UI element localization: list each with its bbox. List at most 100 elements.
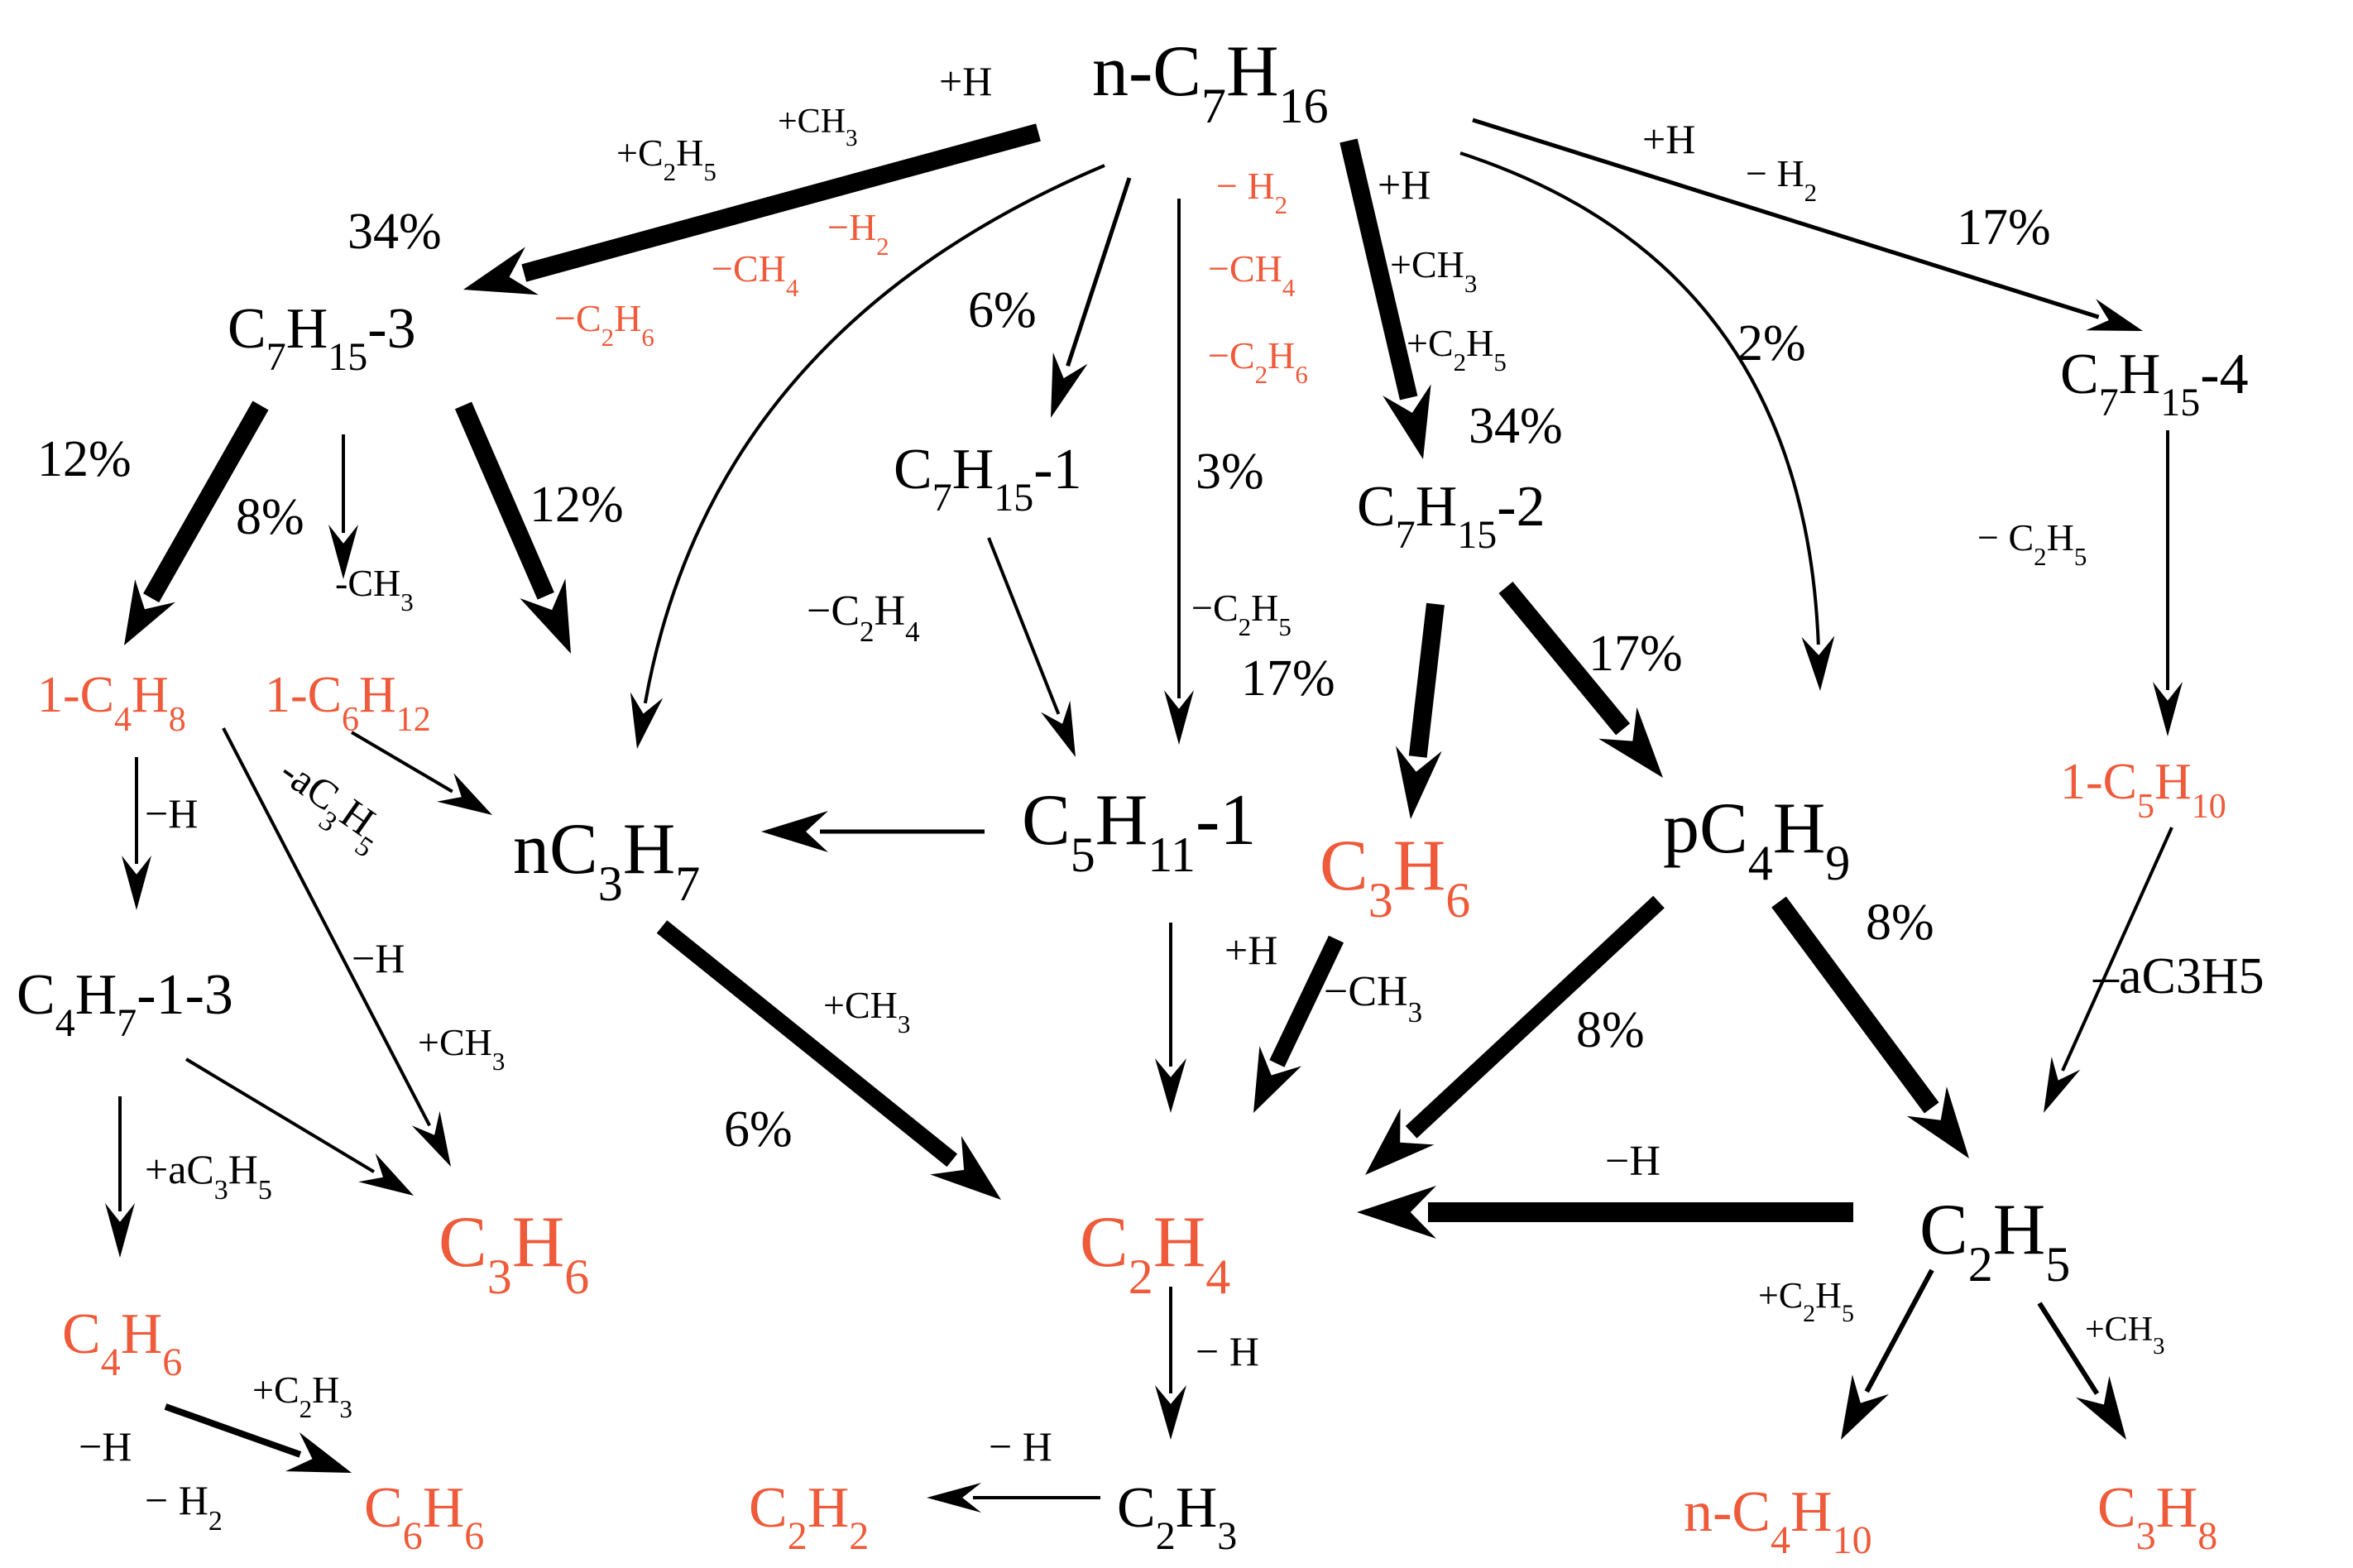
label-ch3-loss-c3h6: −CH3 [1324, 968, 1422, 1029]
text-run: H [1773, 789, 1826, 869]
text-run: -CH [335, 562, 400, 604]
edge-pc4h9-to-c2h4 [1405, 895, 1665, 1139]
subscript: 2 [876, 232, 889, 261]
subscript: 3 [339, 1394, 352, 1423]
subscript: 4 [114, 701, 132, 739]
arrowhead-c2h3-to-c2h2 [927, 1483, 981, 1513]
subscript: 5 [1071, 827, 1095, 882]
label-ch3-add-top: +CH3 [778, 103, 858, 151]
text-run: C [1080, 1202, 1129, 1283]
label-pct-17-right: 17% [1957, 199, 2051, 256]
subscript: 7 [932, 476, 952, 520]
edge-c4h7-to-c3h6 [185, 1057, 376, 1173]
text-run: −H [827, 206, 876, 248]
text-run: -2 [1497, 475, 1545, 539]
species-pc4h9: pC4H9 [1663, 789, 1850, 890]
edge-c6h12-to-nc3h7 [350, 731, 453, 794]
label-c2h4-loss: −C2H4 [807, 587, 920, 648]
text-run: -4 [2200, 343, 2248, 406]
species-c3h8: C3H8 [2097, 1476, 2217, 1558]
arrowhead-c4h7-to-c3h6 [358, 1153, 414, 1196]
arrowhead-c7h15-3-to-nc3h7 [520, 578, 571, 654]
arrowhead-c3h6-to-c2h4 [1253, 1046, 1301, 1113]
edge-top-to-c7h15-4 [1472, 117, 2100, 319]
label-h-loss-c2h5: −H [1605, 1138, 1661, 1185]
arrowhead-c4h8-to-c4h7 [122, 856, 151, 910]
arrowhead-top-to-c7h15-2 [1383, 384, 1431, 459]
species-nc4h10: n-C4H10 [1684, 1480, 1872, 1562]
text-run: C [1320, 826, 1368, 906]
arrowhead-top-to-c7h15-1 [1051, 352, 1088, 418]
label-c2h5-loss-mid: −C2H5 [1191, 587, 1292, 641]
subscript: 2 [849, 1514, 869, 1558]
subscript: 12 [396, 701, 431, 739]
species-c6h12-1: 1-C6H12 [265, 667, 431, 739]
subscript: 2 [860, 616, 875, 648]
subscript: 4 [1771, 1518, 1790, 1562]
text-run: 6% [724, 1101, 793, 1158]
text-run: C [17, 963, 55, 1027]
text-run: H [1393, 826, 1446, 906]
text-run: −H [352, 935, 405, 981]
subscript: 2 [300, 1394, 313, 1423]
text-run: − C [1977, 516, 2034, 559]
subscript: 7 [1396, 513, 1416, 557]
subscript: 5 [2137, 788, 2154, 826]
text-run: C [62, 1302, 101, 1366]
text-run: 17% [1957, 199, 2051, 256]
text-run: −H [1605, 1138, 1661, 1185]
text-run: H [228, 1146, 258, 1192]
text-run: C [2060, 343, 2099, 406]
text-run: C [228, 297, 266, 361]
subscript: 8 [169, 701, 186, 739]
subscript: 2 [1968, 1237, 1993, 1292]
text-run: 1-C [265, 667, 342, 723]
subscript: 4 [1748, 836, 1773, 890]
species-c7h15-3: C7H15-3 [228, 297, 416, 379]
text-run: C [1022, 780, 1071, 861]
text-run: +H [939, 58, 992, 104]
subscript: 9 [1825, 836, 1850, 890]
text-run: 1-C [37, 667, 114, 723]
text-run: H [1790, 1480, 1833, 1544]
label-c2h6-loss-mid: −C2H6 [1208, 334, 1308, 389]
subscript: 5 [703, 157, 716, 186]
text-run: H [132, 667, 169, 723]
text-run: −CH [712, 247, 786, 290]
subscript: 3 [1464, 269, 1478, 298]
arrowhead-c7h15-3-to-c4h8 [124, 579, 175, 645]
arrowhead-c7h15-2-to-pc4h9 [1598, 707, 1663, 778]
label-ac3h5-loss-b: –aC3H5 [2092, 948, 2264, 1005]
text-run: H [1176, 1476, 1218, 1540]
edge-c5h10-to-c2h5 [2061, 827, 2173, 1072]
arrowhead-pc4h9-to-c2h5 [1906, 1086, 1969, 1158]
subscript: 6 [342, 701, 359, 739]
text-run: H [359, 667, 396, 723]
subscript: 5 [2074, 542, 2087, 571]
edge-top-to-nc3h7 [643, 164, 1105, 704]
label-pct-6-bottom: 6% [724, 1101, 793, 1158]
arrowhead-top-to-c7h15-3 [463, 247, 539, 295]
text-run: −C [554, 297, 601, 339]
text-run: -1 [1196, 780, 1256, 861]
label-ch3-add-bot: +CH3 [2085, 1311, 2165, 1359]
label-c2h5-loss-r: − C2H5 [1977, 516, 2087, 571]
text-run: H [807, 1476, 850, 1540]
label-ac3h5-add: +aC3H5 [145, 1146, 272, 1206]
subscript: 3 [846, 125, 858, 151]
text-run: +CH [418, 1021, 492, 1063]
label-pct-34-left: 34% [347, 204, 442, 260]
subscript: 3 [214, 1175, 228, 1206]
edge-c3h6-to-c2h4 [1269, 935, 1344, 1067]
text-run: 17% [1241, 650, 1335, 707]
text-run: −C [807, 587, 860, 635]
species-c4h6: C4H6 [62, 1302, 182, 1384]
arrowhead-c6h12-to-nc3h7 [437, 773, 492, 815]
text-run: H [121, 1302, 163, 1366]
label-h-loss-c2h4: − H [1196, 1328, 1259, 1374]
text-run: − H [1196, 1328, 1259, 1374]
subscript: 3 [2136, 1514, 2156, 1558]
edge-c2h5-to-c3h8 [2037, 1302, 2100, 1395]
subscript: 5 [2045, 1237, 2070, 1292]
